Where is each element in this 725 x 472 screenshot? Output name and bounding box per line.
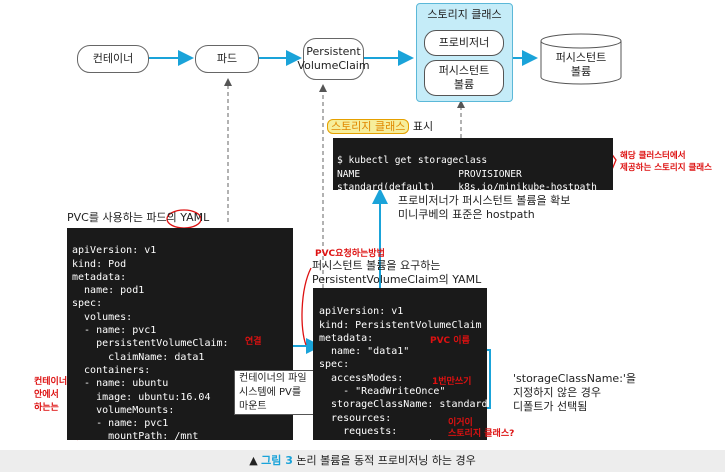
pvc-yaml-line: kind: PersistentVolumeClaim xyxy=(319,319,482,331)
pod-label: 파드 xyxy=(216,52,238,65)
pod-yaml-line: - name: ubuntu xyxy=(72,378,169,390)
scname-note-line1: 'storageClassName:'을 xyxy=(513,372,637,385)
pod-yaml-title-text: PVC를 사용하는 파드의 xyxy=(67,211,181,224)
caption-prefix: ▲ xyxy=(249,454,262,467)
hand-sc-name-line2: 스토리지 클래스? xyxy=(448,429,515,439)
pod-yaml-line: apiVersion: v1 xyxy=(72,245,157,257)
hand-rwo-note: 1번만쓰기 xyxy=(432,377,472,387)
pvc-yaml-line: resources: xyxy=(319,412,392,424)
hand-container-line2: 안에서 xyxy=(34,390,59,400)
hand-container-note: 컨테이너 안에서 하는는 xyxy=(34,376,67,415)
scname-note-line3: 디폴트가 선택됨 xyxy=(513,400,588,413)
mount-callout-line1: 컨테이너의 파일 xyxy=(239,373,307,384)
provisioner-note-line2: 미니쿠베의 표준은 hostpath xyxy=(398,208,535,221)
pod-yaml-line: - name: pvc1 xyxy=(72,325,157,337)
provisioner-node: 프로비저너 xyxy=(424,30,504,56)
pvc-yaml-line: requests: xyxy=(319,425,398,437)
provisioner-note: 프로비저너가 퍼시스턴트 볼륨을 확보 미니쿠베의 표준은 hostpath xyxy=(398,194,570,222)
pod-yaml-title-yaml: YAML xyxy=(180,211,210,224)
container-label: 컨테이너 xyxy=(92,52,134,65)
hand-sc-note-line2: 제공하는 스토리지 클래스 xyxy=(620,163,712,173)
hand-sc-note: 해당 클러스터에서 제공하는 스토리지 클래스 xyxy=(620,150,712,174)
pod-yaml-line: metadata: xyxy=(72,271,127,283)
figure-caption: ▲ 그림 3 논리 볼륨을 동적 프로비저닝 하는 경우 xyxy=(0,450,725,472)
scname-note-line2: 지정하지 않은 경우 xyxy=(513,386,601,399)
sc-row: standard(default) k8s.io/minikube-hostpa… xyxy=(337,181,655,193)
pod-node: 파드 xyxy=(195,45,259,73)
pvc-label-line1: Persistent xyxy=(306,45,361,58)
pvc-yaml-line: storageClassName: standard xyxy=(319,399,488,411)
caption-figure-number: 그림 3 xyxy=(261,454,293,467)
hand-sc-note-line1: 해당 클러스터에서 xyxy=(620,151,686,161)
pvc-yaml-line: apiVersion: v1 xyxy=(319,306,404,318)
sc-display-suffix: 표시 xyxy=(409,120,434,133)
hand-container-line3: 하는는 xyxy=(34,403,59,413)
mount-callout-line3: 마운트 xyxy=(239,401,267,412)
hand-sc-name: 이거이 스토리지 클래스? xyxy=(448,418,514,440)
pv-in-sc-line2: 볼륨 xyxy=(453,78,475,91)
pv-label-line2: 볼륨 xyxy=(570,65,592,78)
hand-pvc-method: PVC요청하는방법 xyxy=(315,249,385,259)
pvc-node: Persistent VolumeClaim xyxy=(297,38,370,80)
sc-display-highlight: 스토리지 클래스 xyxy=(327,119,410,134)
hand-sc-name-line1: 이거이 xyxy=(448,418,473,428)
scname-default-note: 'storageClassName:'을 지정하지 않은 경우 디폴트가 선택됨 xyxy=(513,372,636,414)
pvc-yaml-line: name: "data1" xyxy=(319,346,410,358)
sc-display-label: 스토리지 클래스 표시 xyxy=(327,119,434,134)
pod-yaml-line: volumeMounts: xyxy=(72,404,175,416)
pvc-label-line2: VolumeClaim xyxy=(297,59,370,72)
pod-yaml-line: name: pod1 xyxy=(72,285,145,297)
mount-callout: 컨테이너의 파일 시스템에 PV를 마운트 xyxy=(234,370,314,415)
container-node: 컨테이너 xyxy=(77,45,149,73)
pvc-yaml-title-line2: PersistentVolumeClaim의 YAML xyxy=(312,273,482,286)
sc-command: $ kubectl get storageclass xyxy=(337,155,488,167)
sc-header: NAME PROVISIONER AGE xyxy=(337,168,655,180)
pv-in-sc-line1: 퍼시스턴트 xyxy=(438,64,490,77)
pvc-yaml-line: storage: "2Gi" xyxy=(319,439,440,451)
pod-yaml-line: image: ubuntu:16.04 xyxy=(72,391,211,403)
mount-callout-line2: 시스템에 PV를 xyxy=(239,387,302,398)
caption-text: 논리 볼륨을 동적 프로비저닝 하는 경우 xyxy=(292,454,476,467)
pod-yaml-line: mountPath: /mnt xyxy=(72,431,199,443)
provisioner-label: 프로비저너 xyxy=(438,36,490,49)
pv-in-sc-node: 퍼시스턴트 볼륨 xyxy=(424,60,504,96)
provisioner-note-line1: 프로비저너가 퍼시스턴트 볼륨을 확보 xyxy=(398,194,571,207)
pvc-yaml-line: metadata: xyxy=(319,332,374,344)
pv-node: 퍼시스턴트 볼륨 xyxy=(541,50,621,80)
red-bracket-pvc xyxy=(301,267,312,346)
pv-label-line1: 퍼시스턴트 xyxy=(555,51,607,64)
hand-container-line1: 컨테이너 xyxy=(34,377,68,387)
pvc-yaml-line: spec: xyxy=(319,359,350,371)
storage-class-title: 스토리지 클래스 xyxy=(427,8,502,21)
pvc-yaml-line: - "ReadWriteOnce" xyxy=(319,386,446,398)
hand-pvc-name: PVC 이름 xyxy=(430,336,470,346)
pod-yaml-line: claimName: data1 xyxy=(72,351,205,363)
pod-yaml-line: kind: Pod xyxy=(72,258,127,270)
pod-yaml-line: spec: xyxy=(72,298,103,310)
hand-link: 연결 xyxy=(245,337,262,347)
pod-yaml-line: containers: xyxy=(72,364,151,376)
pvc-yaml-title: 퍼시스턴트 볼륨을 요구하는 PersistentVolumeClaim의 YA… xyxy=(312,259,481,287)
pod-yaml-line: volumes: xyxy=(72,311,133,323)
pod-yaml-line: persistentVolumeClaim: xyxy=(72,338,229,350)
pod-yaml-line: - name: pvc1 xyxy=(72,418,169,430)
pod-yaml-title: PVC를 사용하는 파드의 YAML xyxy=(67,211,209,225)
pvc-yaml-title-line1: 퍼시스턴트 볼륨을 요구하는 xyxy=(312,259,441,272)
pv-cylinder xyxy=(540,33,622,85)
pvc-yaml-line: accessModes: xyxy=(319,372,404,384)
